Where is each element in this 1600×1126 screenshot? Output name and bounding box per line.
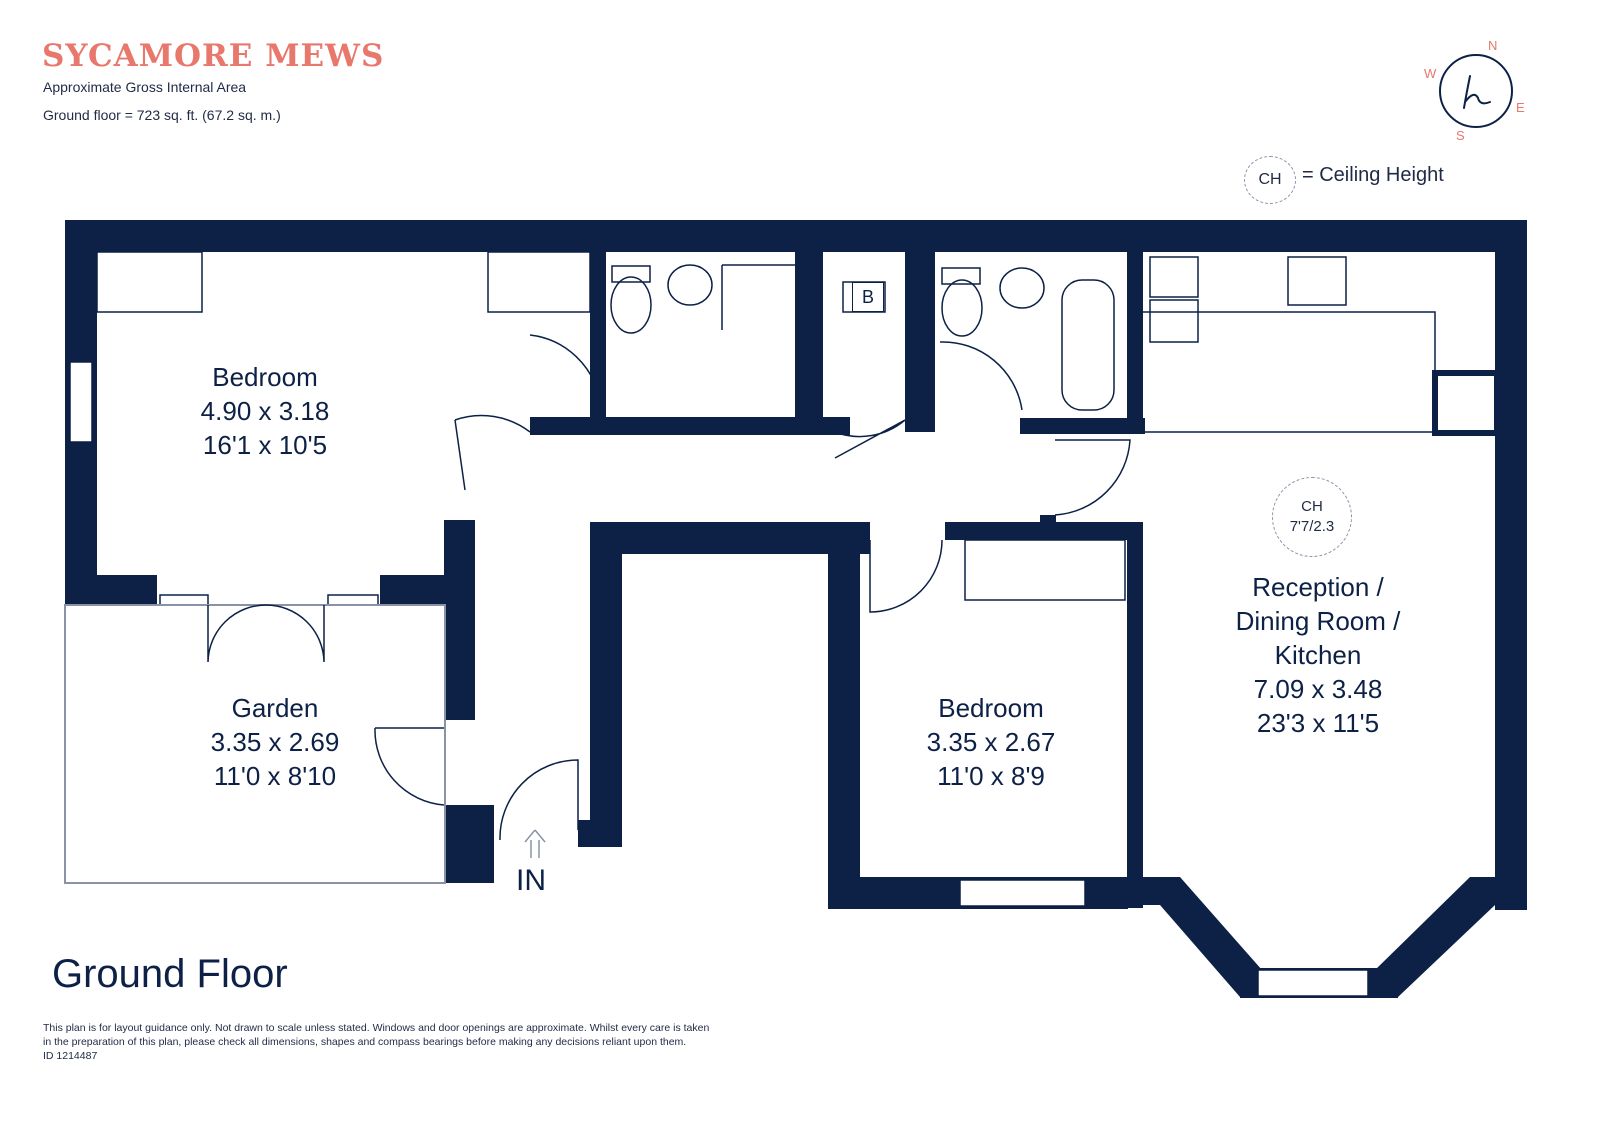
ceiling-height-legend-badge: CH [1244, 156, 1296, 204]
compass-logo: N E S W [1420, 36, 1530, 146]
room-metric: 7.09 x 3.48 [1253, 674, 1383, 704]
compass-s: S [1456, 128, 1465, 143]
room-imperial: 16'1 x 10'5 [202, 430, 328, 460]
room-reception: Reception / Dining Room / Kitchen 7.09 x… [1198, 570, 1438, 740]
garden-outline [64, 604, 446, 884]
room-name-line1: Reception / [1252, 572, 1384, 602]
boiler-label: B [852, 282, 884, 312]
ceiling-height-badge: CH 7'7/2.3 [1272, 477, 1352, 557]
room-imperial: 11'0 x 8'9 [937, 761, 1045, 791]
room-metric: 4.90 x 3.18 [200, 396, 330, 426]
area-subtitle: Approximate Gross Internal Area [43, 79, 247, 95]
ground-floor-area: Ground floor = 723 sq. ft. (67.2 sq. m.) [43, 107, 281, 123]
fixtures [96, 251, 1436, 841]
plan-id: ID 1214487 [43, 1050, 98, 1062]
windows [69, 361, 1369, 997]
ceiling-height-value: 7'7/2.3 [1289, 518, 1335, 535]
room-imperial: 11'0 x 8'10 [213, 761, 337, 791]
compass-n: N [1488, 38, 1498, 53]
room-name: Garden [231, 693, 319, 723]
entrance-label: IN [516, 864, 546, 897]
compass-e: E [1516, 100, 1525, 115]
room-name-line2: Dining Room / [1235, 606, 1401, 636]
room-name: Bedroom [938, 693, 1044, 723]
disclaimer-line-2: in the preparation of this plan, please … [43, 1036, 687, 1048]
room-name: Bedroom [212, 362, 318, 392]
ceiling-height-badge-label: CH [1301, 498, 1323, 515]
room-garden: Garden 3.35 x 2.69 11'0 x 8'10 [175, 691, 375, 793]
room-metric: 3.35 x 2.69 [210, 727, 340, 757]
room-bedroom-2: Bedroom 3.35 x 2.67 11'0 x 8'9 [891, 691, 1091, 793]
room-metric: 3.35 x 2.67 [926, 727, 1056, 757]
disclaimer-line-1: This plan is for layout guidance only. N… [43, 1022, 710, 1034]
entrance-arrow-icon [522, 828, 548, 860]
compass-w: W [1424, 66, 1437, 81]
floor-name: Ground Floor [52, 952, 288, 996]
ceiling-height-legend-text: = Ceiling Height [1302, 164, 1444, 186]
room-bedroom-1: Bedroom 4.90 x 3.18 16'1 x 10'5 [165, 360, 365, 462]
room-imperial: 23'3 x 11'5 [1256, 708, 1380, 738]
room-name-line3: Kitchen [1274, 640, 1362, 670]
property-title: SYCAMORE MEWS [42, 38, 385, 74]
compass-icon [1439, 54, 1513, 128]
